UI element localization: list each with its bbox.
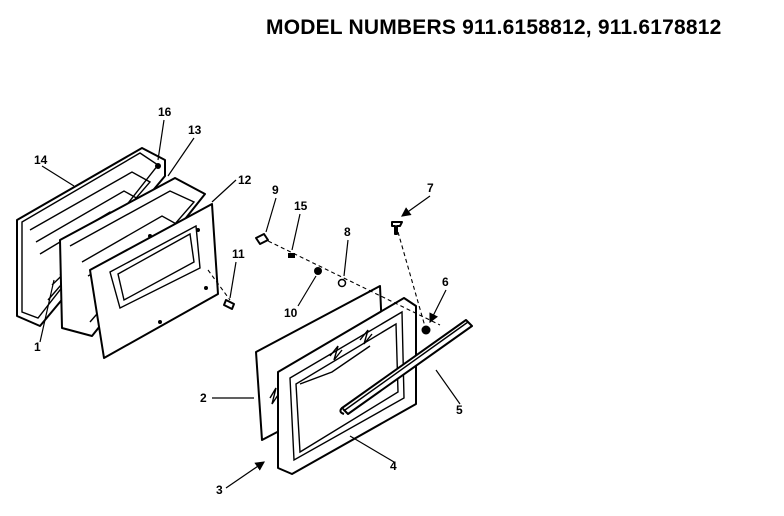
leader-16 xyxy=(157,119,165,161)
callout-11: 11 xyxy=(232,247,245,261)
leader-11 xyxy=(229,261,237,299)
leader-14 xyxy=(41,165,75,187)
callout-6: 6 xyxy=(442,275,449,289)
callout-3: 3 xyxy=(216,483,223,497)
leader-8 xyxy=(343,239,349,277)
leader-9 xyxy=(265,197,277,233)
callout-14: 14 xyxy=(34,153,48,167)
leader-15 xyxy=(291,213,301,251)
screw-11-part xyxy=(223,299,235,310)
leader-4 xyxy=(349,435,395,463)
leader-5 xyxy=(435,369,461,405)
callout-8: 8 xyxy=(344,225,351,239)
callout-10: 10 xyxy=(284,306,298,320)
leader-7 xyxy=(401,195,431,217)
screw-7-part xyxy=(391,221,403,235)
leader-6 xyxy=(429,289,447,324)
callout-9: 9 xyxy=(272,183,279,197)
callout-13: 13 xyxy=(188,123,202,137)
door-handle-part xyxy=(339,319,473,415)
washer-10-part xyxy=(314,267,322,275)
hardware-axis xyxy=(207,231,441,331)
leader-3 xyxy=(225,461,265,489)
inner-door-panel-part xyxy=(89,203,219,359)
leader-13 xyxy=(167,137,195,177)
screw-9-part xyxy=(255,233,269,245)
callout-15: 15 xyxy=(294,199,308,213)
washer-8-part xyxy=(337,278,347,288)
callout-16: 16 xyxy=(158,105,172,119)
callout-4: 4 xyxy=(390,459,397,473)
leader-12 xyxy=(211,179,237,203)
callout-2: 2 xyxy=(200,391,207,405)
outer-door-frame-part xyxy=(277,297,417,475)
screw-16-part xyxy=(155,163,161,169)
diagram-title: MODEL NUMBERS 911.6158812, 911.6178812 xyxy=(266,16,722,39)
callout-7: 7 xyxy=(427,181,434,195)
leader-1 xyxy=(39,279,55,343)
leader-10 xyxy=(297,275,317,307)
callout-12: 12 xyxy=(238,173,252,187)
callout-1: 1 xyxy=(34,340,41,354)
callout-5: 5 xyxy=(456,403,463,417)
spacer-15-part xyxy=(288,253,295,258)
